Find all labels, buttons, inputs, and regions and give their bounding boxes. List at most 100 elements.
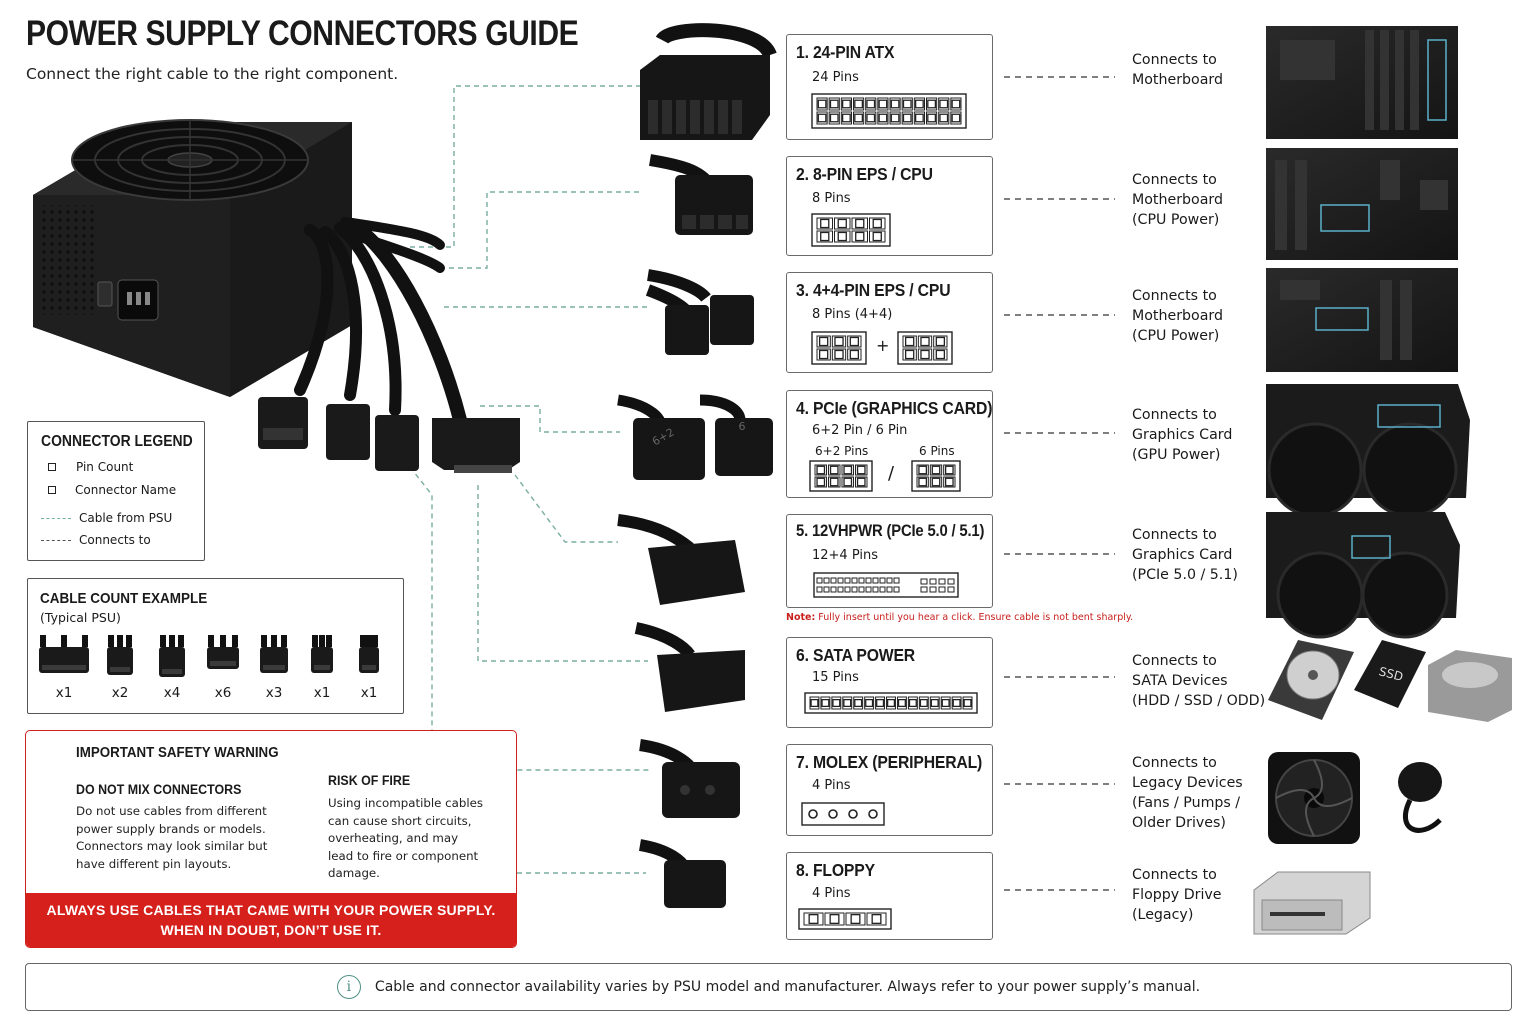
- cable-connector-icon: [107, 635, 133, 675]
- pin: [851, 577, 858, 584]
- pin: [837, 231, 847, 242]
- destination-line: Motherboard: [1132, 72, 1224, 88]
- connector-pcie-icon: 6+2 6: [617, 394, 773, 480]
- cable-count-subtitle: (Typical PSU): [40, 610, 121, 625]
- destination-line: Legacy Devices: [1132, 775, 1243, 791]
- footer-note: i Cable and connector availability varie…: [25, 963, 1512, 1011]
- pin: [816, 577, 823, 584]
- cable-count-title: CABLE COUNT EXAMPLE: [40, 590, 208, 607]
- pin: [918, 465, 928, 475]
- connector-box-pcie: 4. PCIe (GRAPHICS CARD) 6+2 Pin / 6 Pin …: [786, 390, 993, 498]
- destination-line: Connects to: [1132, 867, 1217, 883]
- pin-cell: [918, 696, 929, 710]
- connector-title: 1. 24-PIN ATX: [796, 42, 895, 62]
- pin-cell: [950, 111, 962, 125]
- pin-diagram-sata: [804, 692, 978, 714]
- pin-cell: [901, 97, 913, 111]
- pin: [951, 99, 961, 109]
- pin-cell: [869, 230, 886, 243]
- pin-cell: [926, 111, 938, 125]
- destination-line: Motherboard: [1132, 192, 1224, 208]
- connector-box-molex: 7. MOLEX (PERIPHERAL) 4 Pins: [786, 744, 993, 836]
- safety-warning: IMPORTANT SAFETY WARNING DO NOT MIX CONN…: [25, 730, 517, 948]
- cable-count-label: x1: [360, 685, 378, 701]
- pin: [941, 698, 950, 708]
- destination-line: Connects to: [1132, 755, 1217, 771]
- info-icon: i: [336, 975, 361, 999]
- sata-devices-image: SSD: [1268, 640, 1512, 722]
- pin-cell: [877, 111, 889, 125]
- pin-cell: [929, 696, 940, 710]
- destination-line: (HDD / SSD / ODD): [1132, 693, 1266, 709]
- pin-cell: [950, 97, 962, 111]
- pin: [837, 586, 844, 593]
- safety-warning-title: IMPORTANT SAFETY WARNING: [76, 745, 279, 761]
- pin-cell: [896, 696, 907, 710]
- cable-count-label: x6: [214, 685, 232, 701]
- pin-diagram-pcie-8: [809, 460, 873, 492]
- pin-cell: [828, 476, 841, 488]
- pin-cell: [831, 335, 847, 348]
- installation-note: Note: Fully insert until you hear a clic…: [786, 612, 1134, 623]
- pin-cell: [816, 230, 833, 243]
- pin: [816, 465, 826, 475]
- pin-cell: [901, 111, 913, 125]
- pin: [865, 698, 874, 708]
- pin-cell: [847, 335, 862, 348]
- pin: [930, 698, 939, 708]
- cable-count-item: x6: [195, 633, 251, 703]
- pin: [886, 698, 896, 708]
- pin: [820, 231, 830, 242]
- pin-housing: [897, 331, 953, 365]
- destination-line: SATA Devices: [1132, 673, 1228, 689]
- pin: [829, 465, 839, 475]
- pin-housing: [798, 908, 892, 930]
- pin: [829, 113, 839, 123]
- destination-line: (Legacy): [1132, 907, 1194, 923]
- pin: [841, 99, 851, 109]
- pin-housing: [811, 331, 867, 365]
- pin-cell: [828, 464, 841, 476]
- pin: [904, 336, 915, 347]
- sense-pin: [938, 578, 946, 585]
- pin: [830, 577, 837, 584]
- pin: [817, 113, 827, 123]
- pin: [818, 336, 829, 347]
- pin-cell: [851, 230, 868, 243]
- connector-pin-count: 4 Pins: [812, 778, 851, 793]
- dark-dashed-line-icon: [41, 539, 71, 541]
- pin-cell: [847, 348, 862, 361]
- pin: [931, 465, 941, 475]
- pin-cell: [831, 348, 847, 361]
- motherboard-image: [1266, 26, 1458, 139]
- pin-diagram-eps4-b: [897, 331, 953, 365]
- pin: [856, 465, 866, 475]
- connector-molex-icon: [638, 739, 740, 818]
- cable-count-label: x4: [163, 685, 181, 701]
- pin-cell: [845, 912, 866, 926]
- pin-cell: [840, 97, 853, 111]
- pin: [931, 477, 941, 487]
- pin: [830, 586, 837, 593]
- connector-pin-count: 15 Pins: [812, 670, 859, 685]
- cable-count-item: x3: [246, 633, 302, 703]
- page-title: POWER SUPPLY CONNECTORS GUIDE: [26, 14, 579, 53]
- legend-item-connects-to: Connects to: [41, 533, 151, 547]
- pin-cell: [834, 217, 851, 230]
- pin: [876, 698, 885, 708]
- pin: [890, 113, 900, 123]
- pin: [832, 698, 841, 708]
- pin: [908, 698, 917, 708]
- legend-item-pin-count: Pin Count: [41, 460, 133, 474]
- pin: [904, 349, 915, 360]
- pin: [837, 218, 847, 229]
- pin-cell: [889, 111, 901, 125]
- pin: [951, 113, 961, 123]
- pin-cell: [943, 464, 956, 476]
- connector-12vhpwr-icon: [617, 514, 745, 605]
- pin-cell: [841, 476, 854, 488]
- pin-cell: [828, 97, 840, 111]
